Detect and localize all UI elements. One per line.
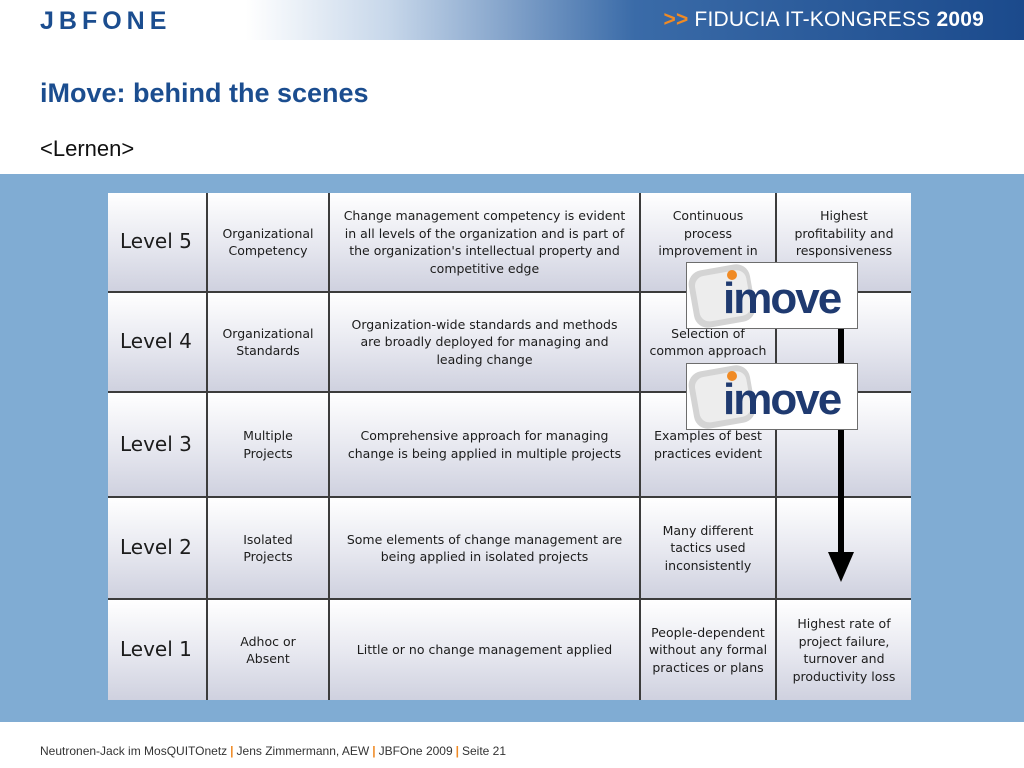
header-bar: JBFONE >>FIDUCIA IT-KONGRESS 2009 <box>0 0 1024 40</box>
imove-logo-lower: imove <box>686 363 858 430</box>
level-label: Level 5 <box>120 229 192 254</box>
footer-talk-title: Neutronen-Jack im MosQUITOnetz <box>40 744 228 758</box>
footer-event: JBFOne 2009 <box>378 744 453 758</box>
level-outcome <box>775 393 911 496</box>
footer-page-number: Seite 21 <box>462 744 507 758</box>
level-label: Level 2 <box>120 535 192 560</box>
level-description: Little or no change management applied <box>328 600 639 700</box>
level-label: Level 4 <box>120 329 192 354</box>
congress-year: 2009 <box>936 8 984 31</box>
footer-author: Jens Zimmermann, AEW <box>236 744 370 758</box>
svg-text:JBFONE: JBFONE <box>40 7 171 34</box>
footer-separator: | <box>372 744 376 758</box>
slide-title: iMove: behind the scenes <box>40 78 369 108</box>
footer-separator: | <box>455 744 459 758</box>
footer: Neutronen-Jack im MosQUITOnetz|Jens Zimm… <box>40 744 506 758</box>
congress-name: FIDUCIA IT-KONGRESS <box>694 8 931 31</box>
congress-arrows: >> <box>663 8 689 31</box>
footer-separator: | <box>230 744 234 758</box>
level-label: Level 1 <box>120 637 192 662</box>
level-label: Level 3 <box>120 431 192 456</box>
slide-subtitle: <Lernen> <box>40 136 135 161</box>
imove-logo-upper: imove <box>686 262 858 329</box>
level-outcome <box>775 498 911 598</box>
double-arrow-icon <box>828 300 854 582</box>
congress-banner: >>FIDUCIA IT-KONGRESS 2009 <box>663 8 984 32</box>
svg-text:imove: imove <box>723 375 841 424</box>
jbfone-logo: JBFONE <box>40 7 171 34</box>
level-outcome <box>775 293 911 391</box>
svg-text:imove: imove <box>723 274 841 323</box>
